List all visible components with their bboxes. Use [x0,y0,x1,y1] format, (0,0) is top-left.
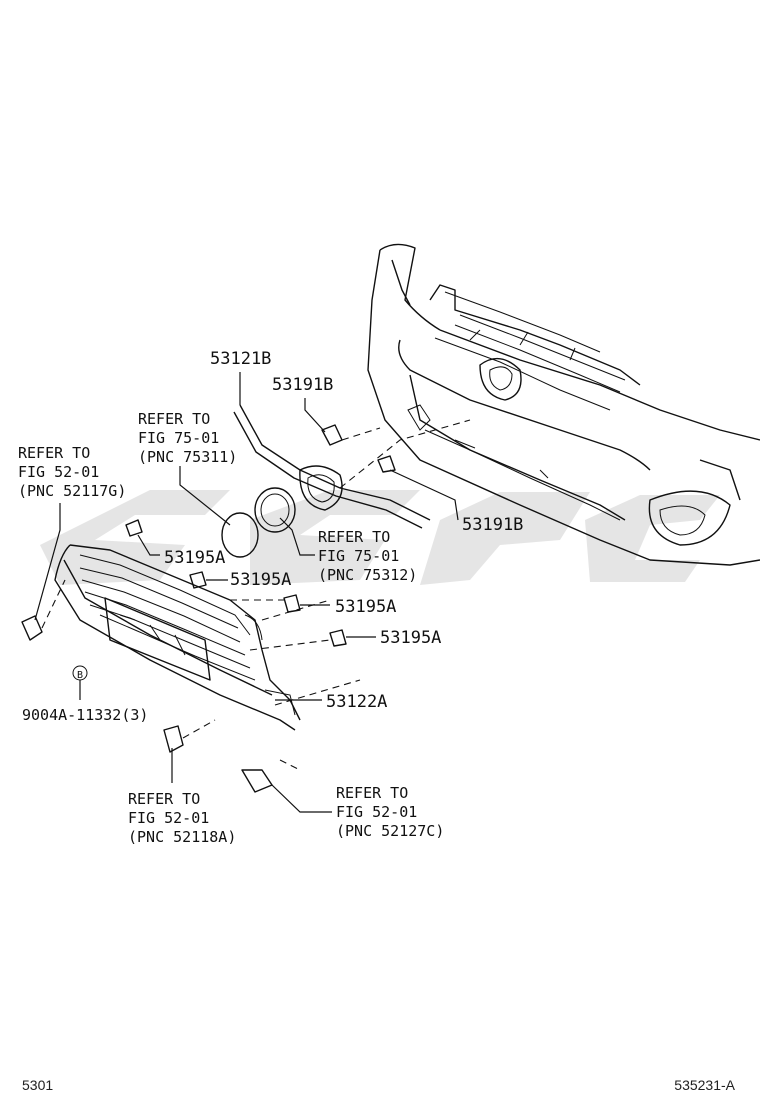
ref-75311: REFER TO FIG 75-01 (PNC 75311) [138,410,237,466]
watermark-logo [40,490,720,585]
front-bumper [367,243,760,566]
ref-52118A: REFER TO FIG 52-01 (PNC 52118A) [128,790,236,846]
lower-grille [54,544,301,731]
svg-text:FIG 75-01: FIG 75-01 [138,429,219,447]
svg-text:FIG 75-01: FIG 75-01 [318,547,399,565]
ref-52117G: REFER TO FIG 52-01 (PNC 52117G) [18,444,126,500]
svg-text:(PNC 75312): (PNC 75312) [318,566,417,584]
svg-text:REFER TO: REFER TO [18,444,90,462]
label-53191B-top: 53191B [272,375,333,395]
fastener-b-icon: B [72,665,88,681]
svg-text:FIG 52-01: FIG 52-01 [18,463,99,481]
label-53195A-2: 53195A [230,570,291,590]
svg-text:(PNC 52127C): (PNC 52127C) [336,822,444,840]
svg-text:(PNC 52118A): (PNC 52118A) [128,828,236,846]
footer-figure-code: 535231-A [674,1077,735,1093]
ref-52127C: REFER TO FIG 52-01 (PNC 52127C) [336,784,444,840]
emblem-parts [221,487,296,558]
label-53195A-3: 53195A [335,597,396,617]
label-53121B: 53121B [210,349,271,369]
upper-grille-molding [233,404,431,529]
leader-lines [34,372,471,813]
svg-text:REFER TO: REFER TO [128,790,200,808]
svg-text:(PNC 52117G): (PNC 52117G) [18,482,126,500]
svg-text:REFER TO: REFER TO [318,528,390,546]
label-53195A-1: 53195A [164,548,225,568]
ref-75312: REFER TO FIG 75-01 (PNC 75312) [318,528,417,584]
svg-text:FIG 52-01: FIG 52-01 [336,803,417,821]
label-53122A: 53122A [326,692,387,712]
footer-page-code: 5301 [22,1077,53,1093]
svg-text:REFER TO: REFER TO [138,410,210,428]
svg-text:FIG 52-01: FIG 52-01 [128,809,209,827]
label-53191B-right: 53191B [462,515,523,535]
label-53195A-4: 53195A [380,628,441,648]
circle-b-label: B [77,670,83,681]
label-9004A: 9004A-11332(3) [22,706,148,724]
svg-text:REFER TO: REFER TO [336,784,408,802]
svg-text:(PNC 75311): (PNC 75311) [138,448,237,466]
